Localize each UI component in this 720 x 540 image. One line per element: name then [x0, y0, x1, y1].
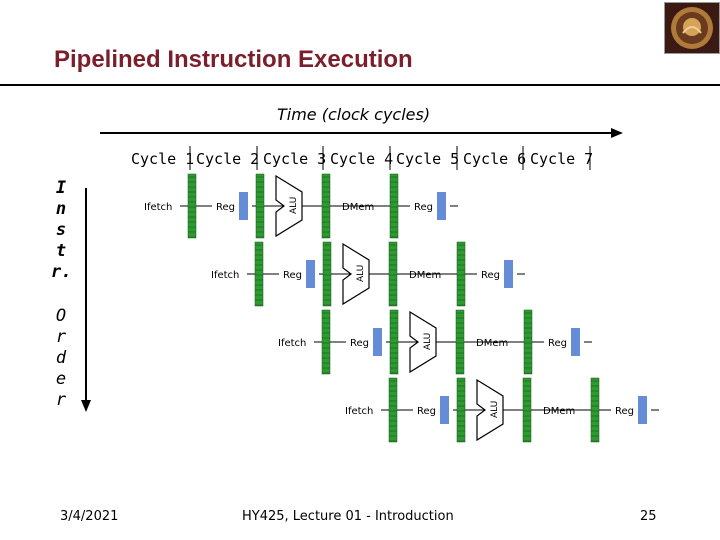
pipeline-latch	[389, 173, 399, 239]
pipeline-latch	[456, 241, 466, 307]
reg-write-label: Reg	[481, 270, 500, 281]
cycle-label-4: Cycle 4	[330, 150, 394, 168]
order-letter: r	[55, 327, 67, 347]
pipeline-latch	[322, 241, 332, 307]
alu-shape	[476, 378, 504, 442]
footer-date: 3/4/2021	[60, 509, 119, 524]
pipeline-latch	[389, 309, 399, 375]
reg-write-highlight	[504, 260, 513, 288]
order-letter: d	[55, 348, 67, 368]
reg-write-highlight	[638, 396, 647, 424]
footer-course: HY425, Lecture 01 - Introduction	[242, 509, 454, 524]
pipeline-latch	[523, 309, 533, 375]
pipeline-latch	[455, 309, 465, 375]
alu-shape	[409, 310, 437, 374]
pipeline-latch	[255, 173, 265, 239]
dmem-stage-label: DMem	[543, 406, 575, 417]
title-divider	[0, 84, 720, 86]
reg-write-label: Reg	[414, 202, 433, 213]
alu-label: ALU	[289, 197, 299, 214]
reg-read-label: Reg	[350, 338, 369, 349]
ifetch-stage-label: Ifetch	[211, 270, 239, 281]
reg-read-highlight	[306, 260, 315, 288]
pipeline-latch	[388, 241, 398, 307]
cycle-label-6: Cycle 6	[463, 150, 527, 168]
order-axis-arrowhead	[81, 400, 91, 412]
footer-page-number: 25	[640, 509, 657, 524]
pipeline-latch	[388, 377, 398, 443]
alu-label: ALU	[490, 401, 500, 418]
cycle-label-7: Cycle 7	[530, 150, 594, 168]
reg-write-highlight	[437, 192, 446, 220]
cycle-label-2: Cycle 2	[196, 150, 260, 168]
reg-write-label: Reg	[615, 406, 634, 417]
university-seal-logo	[664, 2, 720, 54]
time-axis-arrowhead	[611, 128, 623, 138]
reg-read-label: Reg	[216, 202, 235, 213]
reg-write-highlight	[571, 328, 580, 356]
pipeline-latch	[254, 241, 264, 307]
slide-title: Pipelined Instruction Execution	[54, 46, 413, 73]
order-letter: O	[55, 306, 67, 326]
pipeline-latch	[456, 377, 466, 443]
reg-read-label: Reg	[283, 270, 302, 281]
cycle-label-3: Cycle 3	[263, 150, 327, 168]
ifetch-stage-label: Ifetch	[345, 406, 373, 417]
pipeline-latch	[321, 309, 331, 375]
cycle-label-1: Cycle 1	[131, 150, 195, 168]
instr-letter: r.	[51, 262, 72, 282]
reg-read-highlight	[440, 396, 449, 424]
order-letter: e	[55, 369, 67, 389]
reg-read-label: Reg	[417, 406, 436, 417]
dmem-stage-label: DMem	[476, 338, 508, 349]
instr-letter: I	[55, 178, 67, 198]
alu-shape	[342, 242, 370, 306]
dmem-stage-label: DMem	[342, 202, 374, 213]
order-letter: r	[55, 390, 67, 410]
alu-label: ALU	[423, 333, 433, 350]
instr-letter: t	[55, 241, 67, 261]
instr-letter: s	[55, 220, 67, 240]
dmem-stage-label: DMem	[409, 270, 441, 281]
reg-read-highlight	[239, 192, 248, 220]
reg-read-highlight	[373, 328, 382, 356]
ifetch-stage-label: Ifetch	[144, 202, 172, 213]
reg-write-label: Reg	[548, 338, 567, 349]
time-axis-label: Time (clock cycles)	[277, 105, 431, 124]
alu-label: ALU	[356, 265, 366, 282]
instr-letter: n	[55, 199, 67, 219]
alu-shape	[275, 174, 303, 238]
pipeline-latch	[187, 173, 197, 239]
pipeline-latch	[522, 377, 532, 443]
pipeline-latch	[590, 377, 600, 443]
pipeline-latch	[321, 173, 331, 239]
ifetch-stage-label: Ifetch	[278, 338, 306, 349]
cycle-label-5: Cycle 5	[396, 150, 460, 168]
